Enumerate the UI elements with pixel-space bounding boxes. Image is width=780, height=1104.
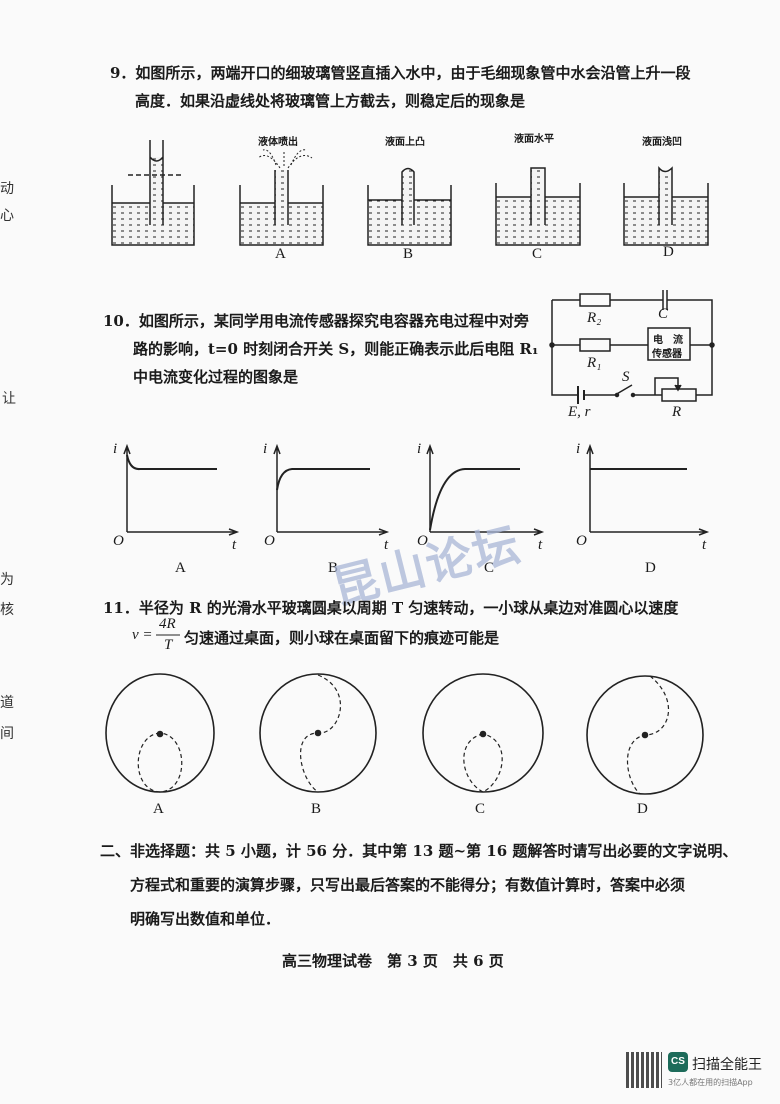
margin-fragment: 动 [0,181,14,197]
q11-option-c: C [475,801,486,817]
q10-text-line1: 10．如图所示，某同学用电流传感器探究电容器充电过程中对旁 [103,312,529,330]
q11-text-line2: 匀速通过桌面，则小球在桌面留下的痕迹可能是 [184,629,500,647]
q11-diagrams [105,673,704,795]
axis-t: t [232,537,237,553]
q9-caption-b: 液面上凸 [385,137,425,148]
origin: O [417,533,428,549]
q10-option-c: C [484,560,495,576]
label-r1: R₁ [587,355,602,371]
axis-i: i [417,441,422,457]
graph-c-curve [429,468,520,531]
origin: O [113,533,124,549]
section2-line3: 明确写出数值和单位． [130,910,281,928]
axis-i: i [576,441,581,457]
q11-denominator: T [164,637,173,653]
label-r2: R₂ [587,310,602,326]
sensor-label-1: 电 流 [653,335,683,346]
section2-line1: 二、非选择题：共 5 小题，计 56 分．其中第 13 题~第 16 题解答时请… [100,842,738,860]
graph-a-curve [126,454,217,471]
q10-option-a: A [175,560,186,576]
axis-i: i [113,441,118,457]
q10-circuit-diagram [549,290,715,404]
graph-b-curve [276,468,370,491]
origin: O [576,533,587,549]
q11-numerator: 4R [159,616,176,632]
qr-code [626,1052,662,1088]
q10-option-b: B [328,560,339,576]
label-er: E, r [568,404,591,420]
margin-fragment: 心 [0,208,14,224]
q11-option-a: A [153,801,164,817]
q10-graphs [123,443,710,536]
margin-fragment: 核 [0,602,14,618]
q11-option-d: D [637,801,648,817]
q9-caption-d: 液面浅凹 [642,137,682,148]
q10-option-d: D [645,560,656,576]
sensor-label-2: 传感器 [652,349,682,360]
label-s: S [622,369,630,385]
margin-fragment: 道 [0,695,14,711]
q11-text-line1: 11．半径为 R 的光滑水平玻璃圆桌以周期 T 匀速转动，一小球从桌边对准圆心以… [103,599,679,617]
q9-option-c: C [532,246,543,262]
q11-v: v = [132,627,153,643]
scanner-tagline: 3亿人都在用的扫描App [668,1078,753,1087]
axis-i: i [263,441,268,457]
origin: O [264,533,275,549]
label-c: C [658,306,669,322]
q9-diagrams [111,140,709,246]
scanner-logo: CS [668,1052,688,1072]
q9-option-a: A [275,246,286,262]
axis-t: t [538,537,543,553]
margin-fragment: 让 [2,391,16,407]
q10-text-line3: 中电流变化过程的图象是 [133,368,299,386]
axis-t: t [384,537,389,553]
q11-option-b: B [311,801,322,817]
label-r: R [672,404,682,420]
scanner-name: 扫描全能王 [692,1057,762,1073]
q9-caption-a: 液体喷出 [258,137,298,148]
q9-option-d: D [663,244,674,260]
section2-line2: 方程式和重要的演算步骤，只写出最后答案的不能得分；有数值计算时，答案中必须 [130,876,686,894]
q9-caption-c: 液面水平 [514,134,554,145]
q9-option-b: B [403,246,414,262]
axis-t: t [702,537,707,553]
page-footer: 高三物理试卷 第 3 页 共 6 页 [282,952,504,970]
q10-text-line2: 路的影响，t=0 时刻闭合开关 S，则能正确表示此后电阻 R₁ [133,340,539,358]
q9-text-line2: 高度．如果沿虚线处将玻璃管上方截去，则稳定后的现象是 [135,92,526,110]
margin-fragment: 间 [0,726,14,742]
margin-fragment: 为 [0,572,14,588]
q9-text-line1: 9．如图所示，两端开口的细玻璃管竖直插入水中，由于毛细现象管中水会沿管上升一段 [110,64,691,82]
